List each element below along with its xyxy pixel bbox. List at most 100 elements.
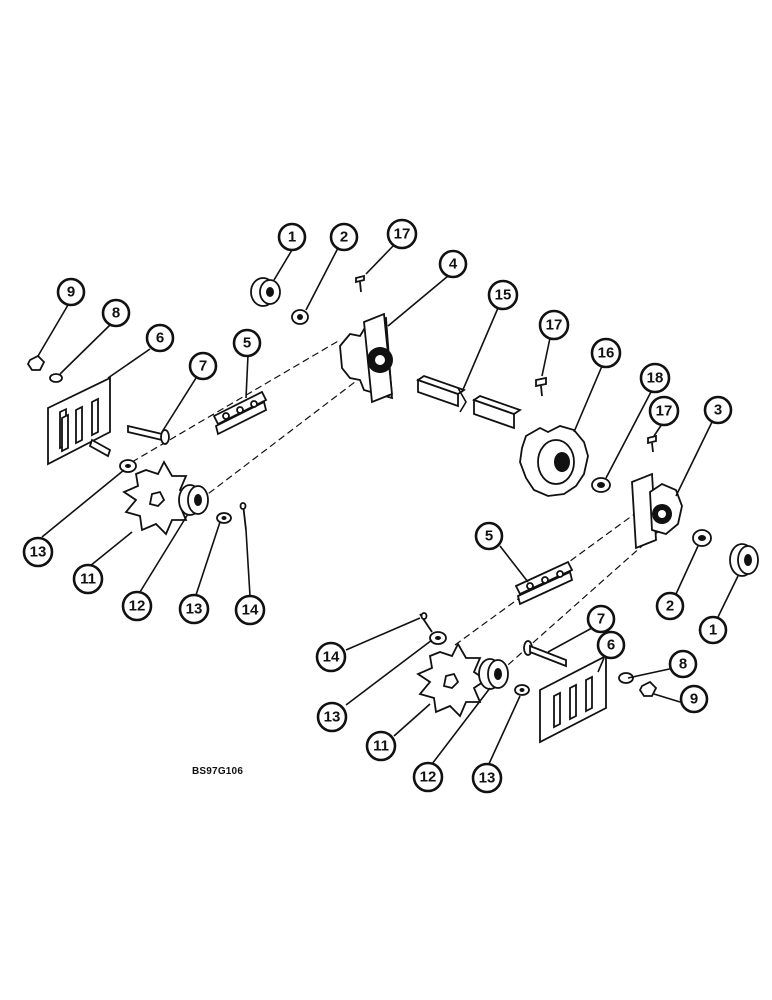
svg-text:18: 18	[647, 370, 664, 387]
svg-text:3: 3	[714, 402, 722, 419]
bushing-lower	[692, 529, 712, 547]
roller-chain-lower	[514, 560, 574, 606]
svg-text:14: 14	[242, 602, 259, 619]
callout-4: 4	[438, 249, 468, 279]
svg-text:1: 1	[709, 622, 717, 639]
callout-1-upper: 1	[277, 222, 307, 252]
callout-12-upper: 12	[121, 590, 153, 622]
svg-text:2: 2	[340, 229, 348, 246]
callout-2-lower: 2	[655, 591, 685, 621]
svg-text:6: 6	[156, 330, 164, 347]
callout-14-upper: 14	[234, 594, 266, 626]
assembly-centerlines	[131, 339, 661, 673]
callout-13-lower-b: 13	[471, 762, 503, 794]
lock-washer-lower	[618, 672, 634, 684]
bushing-upper	[291, 309, 309, 325]
callout-11-upper: 11	[72, 563, 104, 595]
hex-nut-upper	[26, 354, 46, 371]
bearing-lower	[729, 543, 759, 577]
svg-text:11: 11	[373, 738, 389, 755]
flat-washer-lower-a	[429, 631, 447, 645]
callout-17-upper: 17	[386, 218, 418, 250]
callout-16: 16	[590, 337, 622, 369]
svg-text:11: 11	[80, 571, 96, 588]
idler-sprocket-upper	[122, 460, 194, 536]
callout-18: 18	[639, 362, 671, 394]
callout-5-lower: 5	[474, 521, 504, 551]
svg-text:12: 12	[129, 598, 146, 615]
callout-11-lower: 11	[365, 730, 397, 762]
callout-3: 3	[703, 395, 733, 425]
lock-washer-upper	[49, 373, 63, 383]
idler-roller-lower	[478, 658, 509, 690]
svg-text:9: 9	[67, 284, 75, 301]
svg-text:15: 15	[495, 287, 512, 304]
callout-17-right: 17	[648, 395, 680, 427]
callout-13-upper-b: 13	[178, 593, 210, 625]
bearing-upper	[250, 277, 281, 307]
roller-chain-upper	[212, 390, 268, 436]
callout-8-upper: 8	[101, 298, 131, 328]
callout-13-upper-a: 13	[22, 536, 54, 568]
square-shaft	[415, 375, 523, 430]
mounting-plate-lower	[539, 654, 607, 744]
leader-lines	[37, 244, 739, 767]
mounting-plate-upper	[47, 376, 112, 466]
svg-text:17: 17	[546, 317, 563, 334]
cotter-pin-upper	[239, 502, 247, 531]
figure-reference-code: BS97G106	[192, 766, 244, 777]
drive-sprocket-upper	[339, 312, 393, 404]
svg-text:17: 17	[656, 403, 673, 420]
carriage-bolt-lower	[523, 640, 567, 668]
svg-text:8: 8	[679, 656, 687, 673]
svg-text:6: 6	[607, 637, 615, 654]
callout-2-upper: 2	[329, 222, 359, 252]
callout-5-upper: 5	[232, 328, 262, 358]
svg-text:13: 13	[324, 709, 341, 726]
svg-text:2: 2	[666, 598, 674, 615]
callout-7-lower: 7	[586, 604, 616, 634]
callout-12-lower: 12	[412, 761, 444, 793]
set-screw-right	[647, 434, 657, 453]
svg-text:13: 13	[186, 601, 203, 618]
svg-text:13: 13	[479, 770, 496, 787]
set-screw-center	[535, 376, 547, 397]
callout-14-lower: 14	[315, 641, 347, 673]
svg-text:7: 7	[199, 358, 207, 375]
callout-9-lower: 9	[679, 684, 709, 714]
svg-text:1: 1	[288, 229, 296, 246]
callout-17-center: 17	[538, 309, 570, 341]
callout-9-upper: 9	[56, 277, 86, 307]
hex-nut-lower	[638, 680, 658, 697]
callout-8-lower: 8	[668, 649, 698, 679]
drive-sprocket-lower	[631, 472, 683, 550]
svg-text:4: 4	[449, 256, 458, 273]
callout-1-lower: 1	[698, 615, 728, 645]
callout-15: 15	[487, 279, 519, 311]
set-screw-upper	[355, 274, 365, 293]
svg-text:7: 7	[597, 611, 605, 628]
svg-text:5: 5	[485, 528, 493, 545]
svg-text:14: 14	[323, 649, 340, 666]
carriage-bolt-upper	[127, 424, 170, 445]
svg-text:5: 5	[243, 335, 251, 352]
svg-text:12: 12	[420, 769, 437, 786]
callout-13-lower-a: 13	[316, 701, 348, 733]
spacer-center	[591, 477, 611, 493]
cotter-pin-lower	[419, 612, 433, 633]
idler-sprocket-lower	[416, 642, 488, 718]
flat-washer-upper-b	[216, 512, 232, 524]
svg-text:8: 8	[112, 305, 120, 322]
callout-6-lower: 6	[596, 630, 626, 660]
flat-washer-lower-b	[514, 684, 530, 696]
large-sprocket	[519, 425, 589, 497]
flat-washer-upper-a	[119, 459, 137, 473]
svg-text:9: 9	[690, 691, 698, 708]
callout-7-upper: 7	[188, 351, 218, 381]
callout-6-upper: 6	[145, 323, 175, 353]
svg-text:17: 17	[394, 226, 411, 243]
idler-roller-upper	[178, 484, 209, 516]
svg-text:13: 13	[30, 544, 47, 561]
svg-text:16: 16	[598, 345, 615, 362]
